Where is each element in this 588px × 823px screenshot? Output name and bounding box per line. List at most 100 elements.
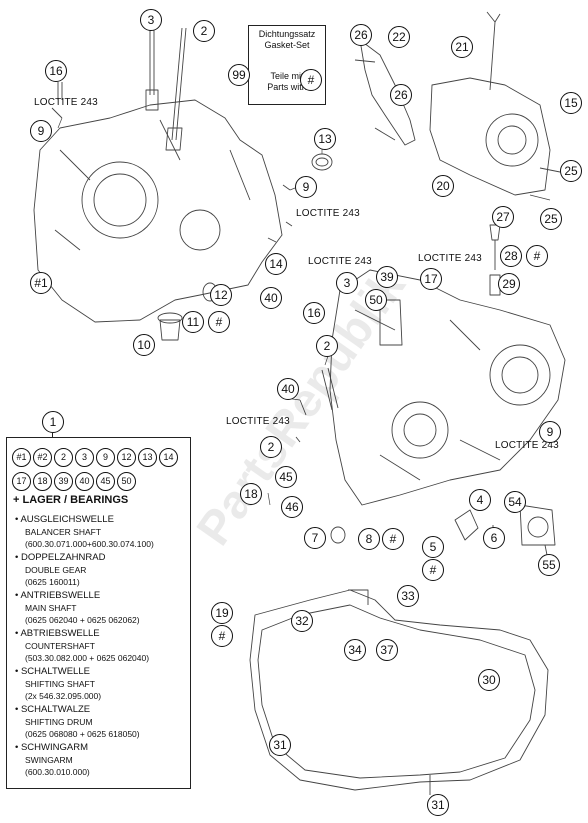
legend-item-de: • SCHWINGARM <box>15 742 88 754</box>
callout-bubble: 46 <box>281 496 303 518</box>
legend-item-en: DOUBLE GEAR <box>25 565 87 575</box>
bearing-13-art <box>311 153 333 171</box>
callout-bubble: # <box>300 69 322 91</box>
loctite-label: LOCTITE 243 <box>308 256 372 267</box>
callout-bubble: 4 <box>469 489 491 511</box>
gasket-set-box: Dichtungssatz Gasket-Set Teile mit Parts… <box>248 25 326 105</box>
bullet: • <box>15 514 21 525</box>
legend-code: 18 <box>33 472 52 491</box>
gasket-box-parts-de: Teile mit <box>270 71 304 81</box>
callout-bubble: 14 <box>265 253 287 275</box>
legend-code: 40 <box>75 472 94 491</box>
legend-heading: + LAGER / BEARINGS <box>13 494 129 506</box>
legend-item-pn: (2x 546.32.095.000) <box>25 691 102 701</box>
legend-item-de: • SCHALTWELLE <box>15 666 90 678</box>
callout-bubble: 32 <box>291 610 313 632</box>
loctite-label: LOCTITE 243 <box>495 440 559 451</box>
legend-item-pn: (600.30.071.000+600.30.074.100) <box>25 539 154 549</box>
legend-item-de-text: ANTRIEBSWELLE <box>20 590 101 601</box>
legend-item-de: • AUSGLEICHSWELLE <box>15 514 114 526</box>
legend-item-en: MAIN SHAFT <box>25 603 77 613</box>
callout-bubble: 1 <box>42 411 64 433</box>
legend-item-en: SHIFTING DRUM <box>25 717 93 727</box>
case-gasket-outline <box>249 589 549 791</box>
callout-bubble: 99 <box>228 64 250 86</box>
legend-code: 45 <box>96 472 115 491</box>
gasket-box-line-de: Dichtungssatz <box>258 29 316 39</box>
legend-code: 14 <box>159 448 178 467</box>
callout-bubble: 20 <box>432 175 454 197</box>
callout-bubble: 9 <box>30 120 52 142</box>
callout-bubble: 9 <box>539 421 561 443</box>
legend-code: 17 <box>12 472 31 491</box>
bullet: • <box>15 552 21 563</box>
legend-item-de-text: SCHALTWALZE <box>20 704 91 715</box>
callout-bubble: 50 <box>365 289 387 311</box>
callout-bubble: 2 <box>316 335 338 357</box>
legend-code: 9 <box>96 448 115 467</box>
legend-item-pn: (503.30.082.000 + 0625 062040) <box>25 653 150 663</box>
bullet: • <box>15 590 21 601</box>
bullet: • <box>15 742 21 753</box>
outer-cover-21-art <box>429 77 551 196</box>
legend-item-de: • ANTRIEBSWELLE <box>15 590 100 602</box>
callout-bubble: 28 <box>500 245 522 267</box>
callout-bubble: # <box>208 311 230 333</box>
callout-bubble: 37 <box>376 639 398 661</box>
callout-bubble: 21 <box>451 36 473 58</box>
callout-bubble: 26 <box>390 84 412 106</box>
legend-item-de: • SCHALTWALZE <box>15 704 90 716</box>
callout-bubble: 2 <box>193 20 215 42</box>
callout-bubble: # <box>211 625 233 647</box>
callout-bubble: 54 <box>504 491 526 513</box>
callout-bubble: 18 <box>240 483 262 505</box>
callout-bubble: # <box>526 245 548 267</box>
bullet: • <box>15 666 21 677</box>
callout-bubble: 29 <box>498 273 520 295</box>
left-bearing-bore <box>81 161 159 239</box>
callout-bubble: 15 <box>560 92 582 114</box>
legend-item-de-text: SCHWINGARM <box>20 742 88 753</box>
legend-item-pn: (0625 068080 + 0625 618050) <box>25 729 140 739</box>
callout-bubble: 19 <box>211 602 233 624</box>
loctite-label: LOCTITE 243 <box>418 253 482 264</box>
legend-item-de: • DOPPELZAHNRAD <box>15 552 105 564</box>
callout-bubble: 40 <box>277 378 299 400</box>
callout-bubble: 40 <box>260 287 282 309</box>
legend-item-en: SWINGARM <box>25 755 73 765</box>
legend-item-de-text: DOPPELZAHNRAD <box>20 552 106 563</box>
legend-code: 12 <box>117 448 136 467</box>
loctite-label: LOCTITE 243 <box>296 208 360 219</box>
callout-bubble: 6 <box>483 527 505 549</box>
callout-bubble: 22 <box>388 26 410 48</box>
legend-item-pn: (0625 160011) <box>25 577 80 587</box>
callout-bubble: 17 <box>420 268 442 290</box>
legend-item-pn: (0625 062040 + 0625 062062) <box>25 615 140 625</box>
callout-bubble: 55 <box>538 554 560 576</box>
loctite-label: LOCTITE 243 <box>34 97 98 108</box>
callout-bubble: 8 <box>358 528 380 550</box>
bullet: • <box>15 628 21 639</box>
callout-bubble: 39 <box>376 266 398 288</box>
callout-bubble: 30 <box>478 669 500 691</box>
callout-bubble: 26 <box>350 24 372 46</box>
legend-item-de: • ABTRIEBSWELLE <box>15 628 100 640</box>
callout-bubble: #1 <box>30 272 52 294</box>
legend-item-de-text: AUSGLEICHSWELLE <box>20 514 114 525</box>
callout-bubble: 3 <box>140 9 162 31</box>
callout-bubble: 16 <box>303 302 325 324</box>
cover-26-art <box>359 39 416 146</box>
right-bearing-bore <box>489 344 551 406</box>
callout-bubble: 9 <box>295 176 317 198</box>
legend-code: 3 <box>75 448 94 467</box>
callout-bubble: 25 <box>560 160 582 182</box>
bullet: • <box>15 704 21 715</box>
callout-bubble: 2 <box>260 436 282 458</box>
right-crankcase-outline <box>329 269 566 506</box>
legend-code: #1 <box>12 448 31 467</box>
callout-bubble: 16 <box>45 60 67 82</box>
callout-bubble: 45 <box>275 466 297 488</box>
left-crankcase-outline <box>33 99 283 323</box>
shaft-3-art <box>149 28 155 95</box>
